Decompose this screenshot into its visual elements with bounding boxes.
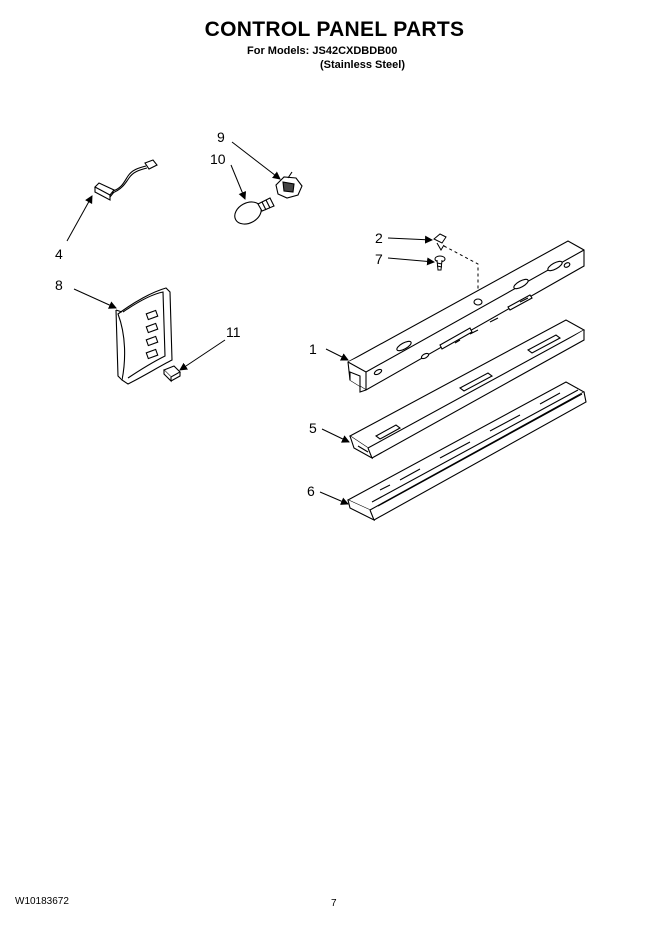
callout-11: 11 bbox=[226, 324, 241, 340]
variant-line: (Stainless Steel) bbox=[320, 59, 405, 71]
callout-9: 9 bbox=[217, 129, 225, 145]
page-title: CONTROL PANEL PARTS bbox=[204, 18, 465, 41]
callout-7: 7 bbox=[375, 251, 383, 267]
light-bulb-part bbox=[234, 197, 275, 225]
control-knob-panel-part bbox=[115, 287, 173, 385]
clip-part bbox=[433, 233, 447, 251]
callout-leaders bbox=[66, 141, 435, 505]
callout-10: 10 bbox=[210, 151, 226, 167]
bottom-rail-part bbox=[346, 381, 587, 522]
dashed-guide-line bbox=[443, 245, 479, 296]
callout-5: 5 bbox=[309, 420, 317, 436]
lamp-socket-part bbox=[275, 171, 303, 199]
trim-channel-part bbox=[348, 319, 586, 460]
screw-part bbox=[434, 255, 446, 271]
callout-labels: 4 8 9 10 11 2 7 1 5 6 bbox=[55, 129, 383, 499]
page-number: 7 bbox=[331, 898, 337, 909]
callout-6: 6 bbox=[307, 483, 315, 499]
callout-2: 2 bbox=[375, 230, 383, 246]
callout-4: 4 bbox=[55, 246, 63, 262]
callout-8: 8 bbox=[55, 277, 63, 293]
callout-1: 1 bbox=[309, 341, 317, 357]
models-subtitle: For Models: JS42CXDBDB00 (Stainless Stee… bbox=[247, 44, 405, 72]
document-number: W10183672 bbox=[15, 896, 69, 907]
wire-harness-part bbox=[94, 159, 158, 201]
connector-part bbox=[163, 365, 181, 383]
models-line: For Models: JS42CXDBDB00 bbox=[247, 45, 398, 57]
control-panel-bracket-part bbox=[347, 240, 585, 393]
